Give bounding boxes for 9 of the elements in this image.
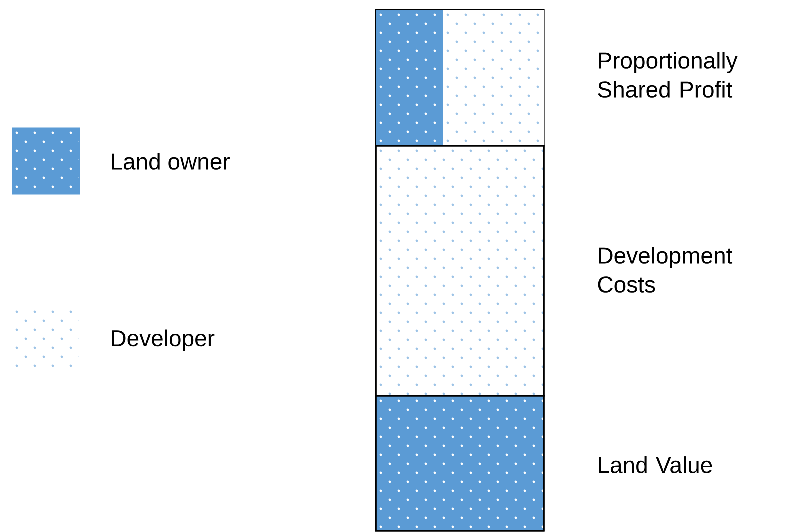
segment-label: Land Value (599, 456, 712, 474)
legend-label: Developer (112, 330, 215, 352)
share-segment (376, 10, 443, 146)
segment-label: Proportionally Shared Profit (598, 52, 738, 98)
bar-segment (375, 395, 545, 532)
segment-label: Development Costs (598, 247, 733, 293)
legend-label: Land owner (112, 153, 230, 170)
bar-segment (375, 9, 545, 147)
share-segment (443, 10, 544, 146)
